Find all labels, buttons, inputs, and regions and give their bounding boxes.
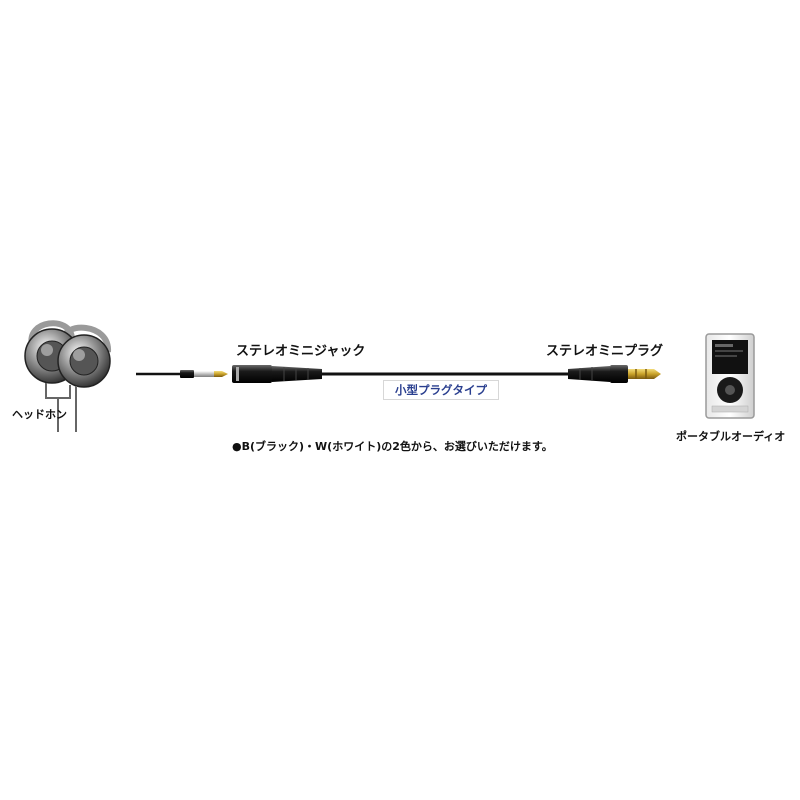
stereo-mini-jack bbox=[232, 365, 322, 383]
portable-audio-player-icon bbox=[705, 333, 755, 419]
headphone-icon bbox=[24, 320, 111, 432]
portable-audio-label: ポータブルオーディオ bbox=[676, 430, 786, 443]
compact-plug-type-badge: 小型プラグタイプ bbox=[383, 380, 499, 400]
stereo-mini-plug bbox=[568, 365, 661, 383]
color-options-note: ●B(ブラック)・W(ホワイト)の2色から、お選びいただけます。 bbox=[232, 440, 553, 453]
stereo-mini-jack-label: ステレオミニジャック bbox=[236, 344, 366, 359]
stereo-mini-plug-label: ステレオミニプラグ bbox=[546, 344, 664, 359]
headphone-label: ヘッドホン bbox=[12, 408, 67, 421]
headphone-plug bbox=[180, 370, 228, 378]
